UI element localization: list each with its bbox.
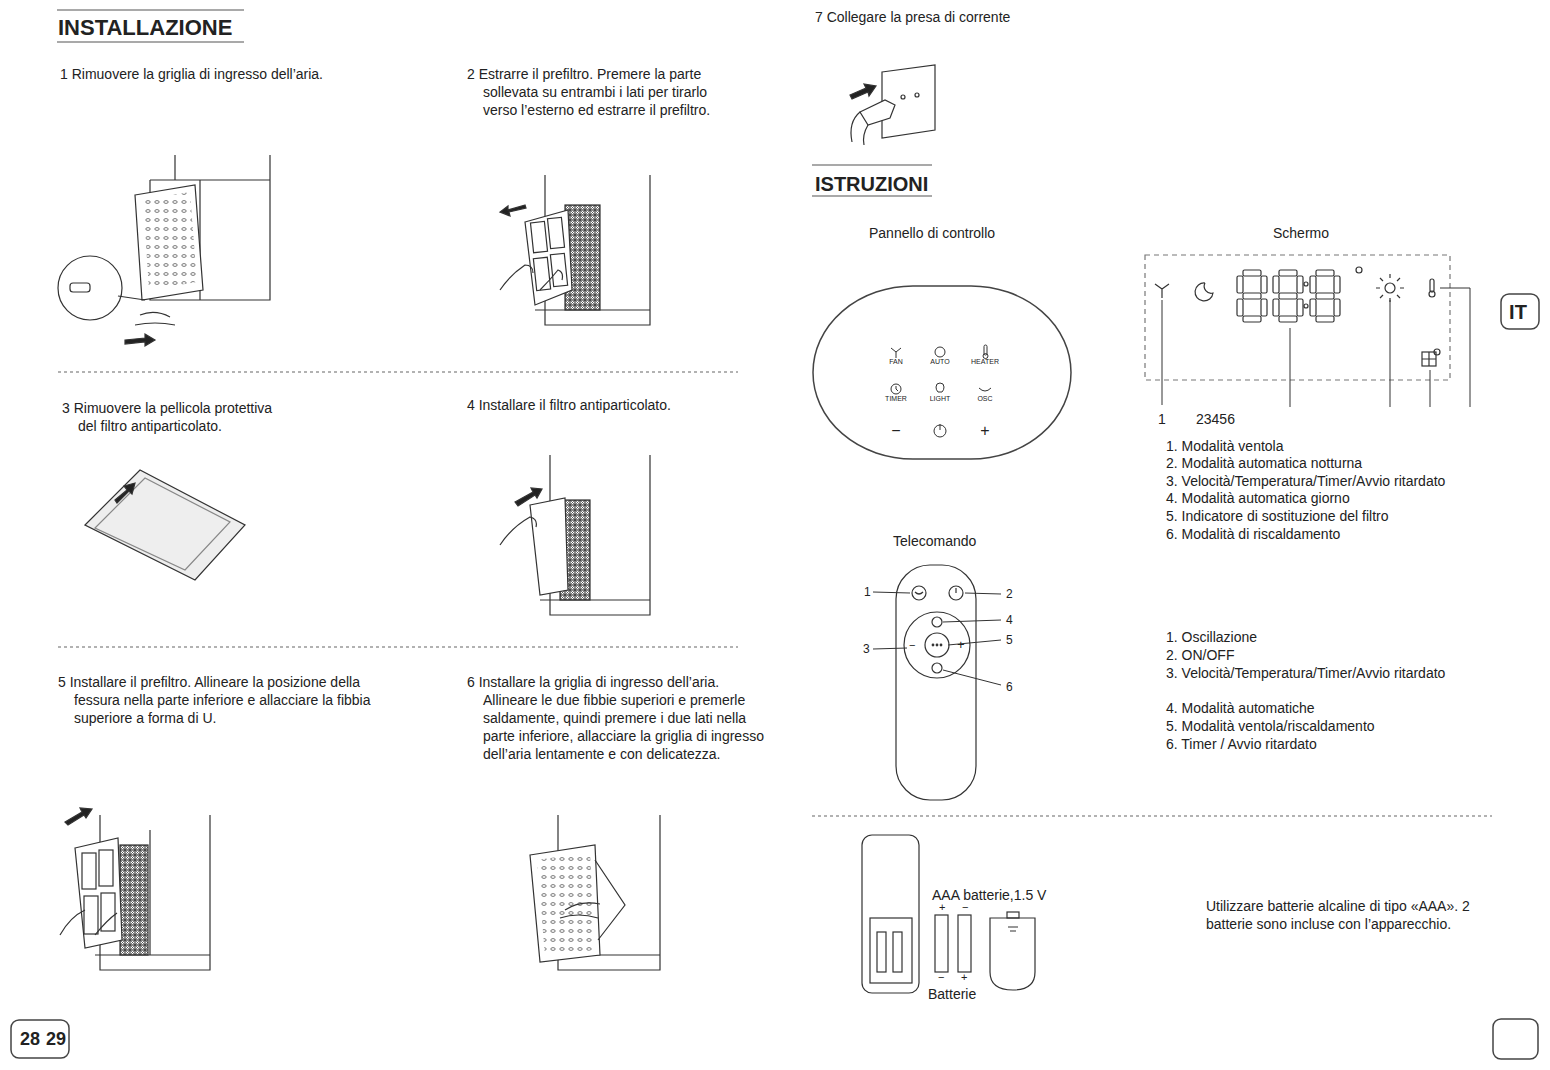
label-text: 5 [1006, 633, 1013, 648]
label-text: + [961, 970, 967, 984]
node-text: LIGHT [920, 395, 960, 403]
display-screen [1145, 255, 1470, 407]
label-text: − [909, 638, 915, 652]
label-text: Pannello di controllo [869, 224, 995, 242]
label-text: 4. Modalità automatiche [1166, 699, 1315, 717]
label-text: 4. Modalità automatica giorno [1166, 489, 1350, 507]
label-text: 1. Modalità ventola [1166, 437, 1284, 455]
node-text: HEATER [965, 358, 1005, 366]
section-heading: INSTALLAZIONE [58, 14, 232, 42]
label-text: 5 Installare il prefiltro. Allineare la … [58, 673, 384, 727]
node-text: TIMER [876, 395, 916, 403]
label-text: 2 [1006, 587, 1013, 602]
node-outline [812, 285, 1072, 460]
label-text: 2. ON/OFF [1166, 646, 1234, 664]
label-text: 5. Indicatore di sostituzione del filtro [1166, 507, 1389, 525]
node-text: AUTO [920, 358, 960, 366]
plug-illustration [850, 65, 935, 145]
label-text: 6 [1006, 680, 1013, 695]
label-text: Batterie [928, 985, 976, 1003]
node-text: OSC [965, 395, 1005, 403]
label-text: 7 Collegare la presa di corrente [815, 8, 1010, 26]
label-text: + [939, 900, 945, 914]
section-heading: ISTRUZIONI [815, 172, 928, 197]
label-text: 6. Timer / Avvio ritardato [1166, 735, 1317, 753]
node-text: 29 [46, 1028, 66, 1050]
label-text: 1 [864, 585, 871, 600]
step1-illustration [58, 155, 270, 346]
step3-illustration [85, 470, 245, 580]
label-text: 4 [1006, 613, 1013, 628]
step2-illustration [500, 175, 650, 325]
label-text: 1. Oscillazione [1166, 628, 1257, 646]
label-text: − [962, 900, 968, 914]
label-text: 3 [863, 642, 870, 657]
label-text: 6 Installare la griglia di ingresso dell… [467, 673, 773, 763]
label-text: 23456 [1196, 410, 1235, 428]
node-text: 28 [20, 1028, 40, 1050]
label-text: 2 Estrarre il prefiltro. Premere la part… [467, 65, 733, 119]
label-text: Utilizzare batterie alcaline di tipo «AA… [1206, 897, 1506, 933]
label-text: Schermo [1273, 224, 1329, 242]
node-text: − [886, 421, 906, 440]
node-text: IT [1500, 300, 1536, 324]
tab-box: IT [1500, 293, 1540, 330]
label-text: 3. Velocità/Temperatura/Timer/Avvio rita… [1166, 472, 1445, 490]
label-text: 1 Rimuovere la griglia di ingresso dell’… [60, 65, 450, 83]
label-text: 3 Rimuovere la pellicola protettiva del … [62, 399, 278, 435]
remote-control [873, 565, 1001, 800]
step4-illustration [500, 455, 650, 615]
separator [58, 372, 1492, 816]
page-box [1493, 1019, 1538, 1059]
label-text: + [957, 637, 965, 653]
node-text: + [975, 421, 995, 440]
label-text: 6. Modalità di riscaldamento [1166, 525, 1340, 543]
label-text: AAA batterie,1.5 V [932, 886, 1046, 904]
heading-rule [57, 10, 932, 196]
step5-illustration [60, 808, 210, 970]
label-text: 4 Installare il filtro antiparticolato. [467, 396, 747, 414]
label-text: 2. Modalità automatica notturna [1166, 454, 1362, 472]
label-text: − [938, 970, 944, 984]
control-panel: FAN AUTO HEATER TIMER LIGHT OSC − + [812, 285, 1072, 460]
label-text: 1 [1158, 410, 1166, 428]
step6-illustration [530, 815, 660, 970]
label-text: 3. Velocità/Temperatura/Timer/Avvio rita… [1166, 664, 1457, 682]
node-text: FAN [876, 358, 916, 366]
label-text: Telecomando [893, 532, 976, 550]
battery-illustration [862, 835, 1035, 993]
label-text: 5. Modalità ventola/riscaldamento [1166, 717, 1375, 735]
tab-box: 28 29 [10, 1019, 70, 1059]
